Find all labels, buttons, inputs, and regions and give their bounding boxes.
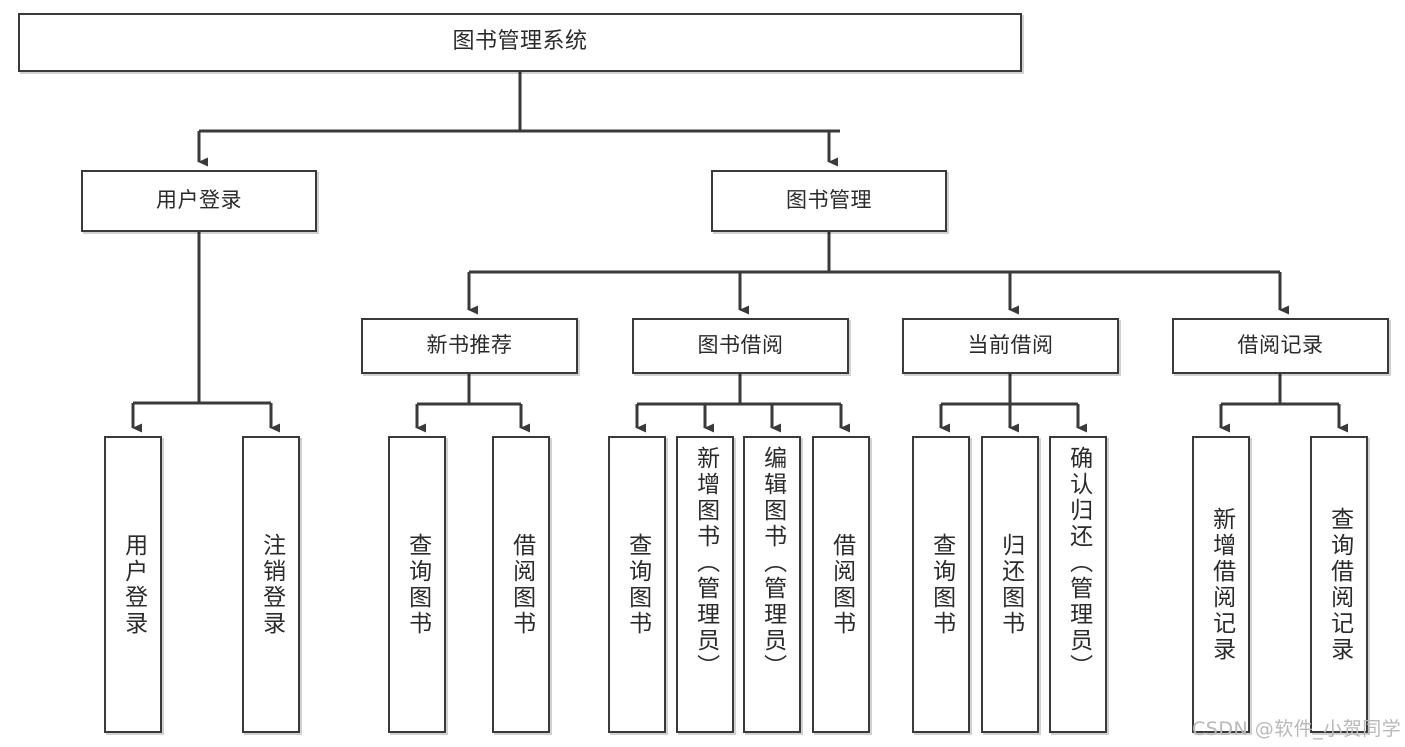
- node-label: 借阅记录: [1237, 333, 1324, 358]
- leaf-borrow-books-borrowing[interactable]: 借阅图书: [812, 436, 870, 733]
- node-label: 新增借阅记录: [1208, 506, 1235, 663]
- leaf-add-book-admin[interactable]: 新增图书（管理员）: [676, 436, 734, 733]
- node-label: 查询图书: [624, 532, 651, 637]
- node-label: 确认归还（管理员）: [1065, 446, 1092, 680]
- node-root-book-management-system[interactable]: 图书管理系统: [18, 13, 1022, 72]
- node-new-book-recommendation[interactable]: 新书推荐: [361, 318, 578, 374]
- leaf-query-books-new-book[interactable]: 查询图书: [388, 436, 446, 733]
- leaf-query-books-current[interactable]: 查询图书: [912, 436, 970, 733]
- node-label: 用户登录: [156, 188, 242, 213]
- leaf-logout[interactable]: 注销登录: [242, 436, 300, 733]
- watermark: CSDN @软件_小贺同学: [1192, 718, 1402, 740]
- node-label: 用户登录: [120, 532, 147, 637]
- node-user-login[interactable]: 用户登录: [81, 170, 317, 232]
- leaf-query-books-borrowing[interactable]: 查询图书: [608, 436, 666, 733]
- node-label: 查询图书: [404, 532, 431, 637]
- node-label: 图书管理系统: [452, 29, 588, 55]
- node-label: 编辑图书（管理员）: [759, 446, 786, 680]
- leaf-confirm-return-admin[interactable]: 确认归还（管理员）: [1049, 436, 1107, 733]
- node-label: 新增图书（管理员）: [692, 446, 719, 680]
- node-label: 图书借阅: [697, 333, 784, 358]
- leaf-return-books[interactable]: 归还图书: [981, 436, 1039, 733]
- node-label: 查询图书: [928, 532, 955, 637]
- leaf-edit-book-admin[interactable]: 编辑图书（管理员）: [743, 436, 801, 733]
- node-label: 当前借阅: [967, 333, 1054, 358]
- node-label: 查询借阅记录: [1326, 506, 1353, 663]
- node-label: 图书管理: [786, 188, 872, 213]
- node-book-borrowing[interactable]: 图书借阅: [632, 318, 849, 374]
- node-label: 注销登录: [258, 532, 285, 637]
- node-label: 借阅图书: [828, 532, 855, 637]
- node-label: 新书推荐: [426, 333, 513, 358]
- node-current-borrowing[interactable]: 当前借阅: [902, 318, 1119, 374]
- leaf-add-borrow-record[interactable]: 新增借阅记录: [1192, 436, 1250, 733]
- leaf-borrow-books-new-book[interactable]: 借阅图书: [492, 436, 550, 733]
- leaf-user-login[interactable]: 用户登录: [104, 436, 162, 733]
- node-label: 借阅图书: [508, 532, 535, 637]
- node-label: 归还图书: [997, 532, 1024, 637]
- leaf-query-borrow-record[interactable]: 查询借阅记录: [1310, 436, 1368, 733]
- node-book-management[interactable]: 图书管理: [711, 170, 947, 232]
- node-borrow-records[interactable]: 借阅记录: [1172, 318, 1389, 374]
